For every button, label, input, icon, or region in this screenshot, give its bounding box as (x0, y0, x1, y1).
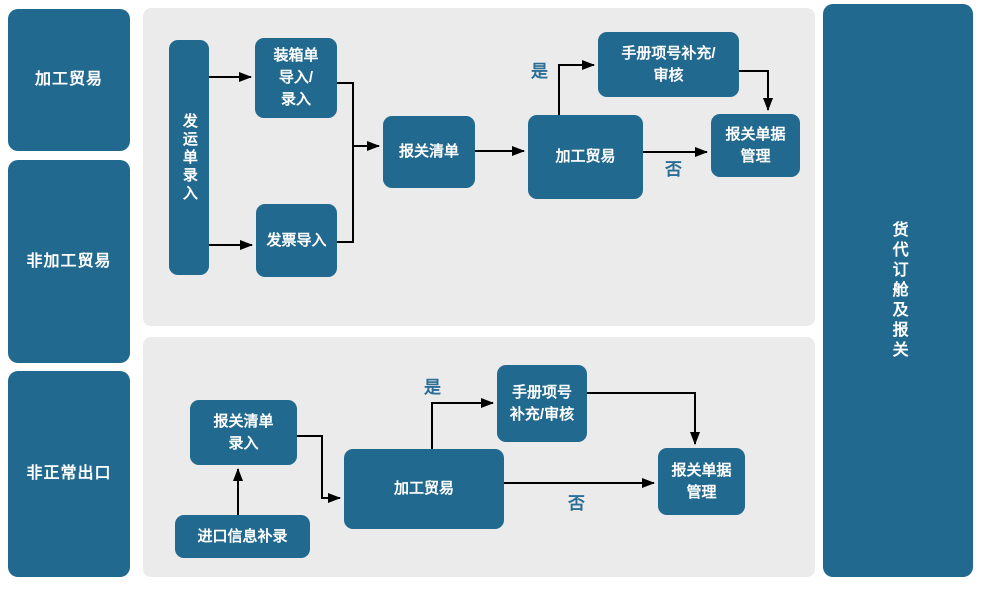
node-processing-trade-decision-bottom: 加工贸易 (344, 449, 504, 529)
node-import-info-supplement: 进口信息补录 (175, 515, 310, 558)
node-invoice-import: 发票导入 (256, 204, 337, 277)
node-shipping-order-entry: 发运单录入 (169, 40, 209, 275)
label-no-top: 否 (665, 160, 682, 179)
node-declaration-list-entry: 报关清单 录入 (190, 400, 297, 465)
node-manual-item-supplement-bottom: 手册项号 补充/审核 (497, 365, 587, 442)
lane-non-processing-trade: 非加工贸易 (8, 160, 130, 363)
label-no-bottom: 否 (568, 494, 585, 513)
lane-processing-trade: 加工贸易 (8, 9, 130, 151)
lane-abnormal-export: 非正常出口 (8, 371, 130, 577)
node-declaration-doc-mgmt-top: 报关单据 管理 (711, 114, 800, 177)
node-declaration-doc-mgmt-bottom: 报关单据 管理 (658, 448, 745, 515)
node-manual-item-supplement-top: 手册项号补充/ 审核 (598, 32, 739, 97)
node-declaration-list: 报关清单 (383, 116, 475, 188)
lane-freight-booking-customs: 货代订舱及报关 (823, 4, 973, 577)
node-processing-trade-decision-top: 加工贸易 (528, 115, 643, 199)
label-yes-bottom: 是 (424, 378, 441, 397)
label-yes-top: 是 (531, 62, 548, 81)
node-packing-list-import: 装箱单 导入/ 录入 (255, 38, 337, 118)
